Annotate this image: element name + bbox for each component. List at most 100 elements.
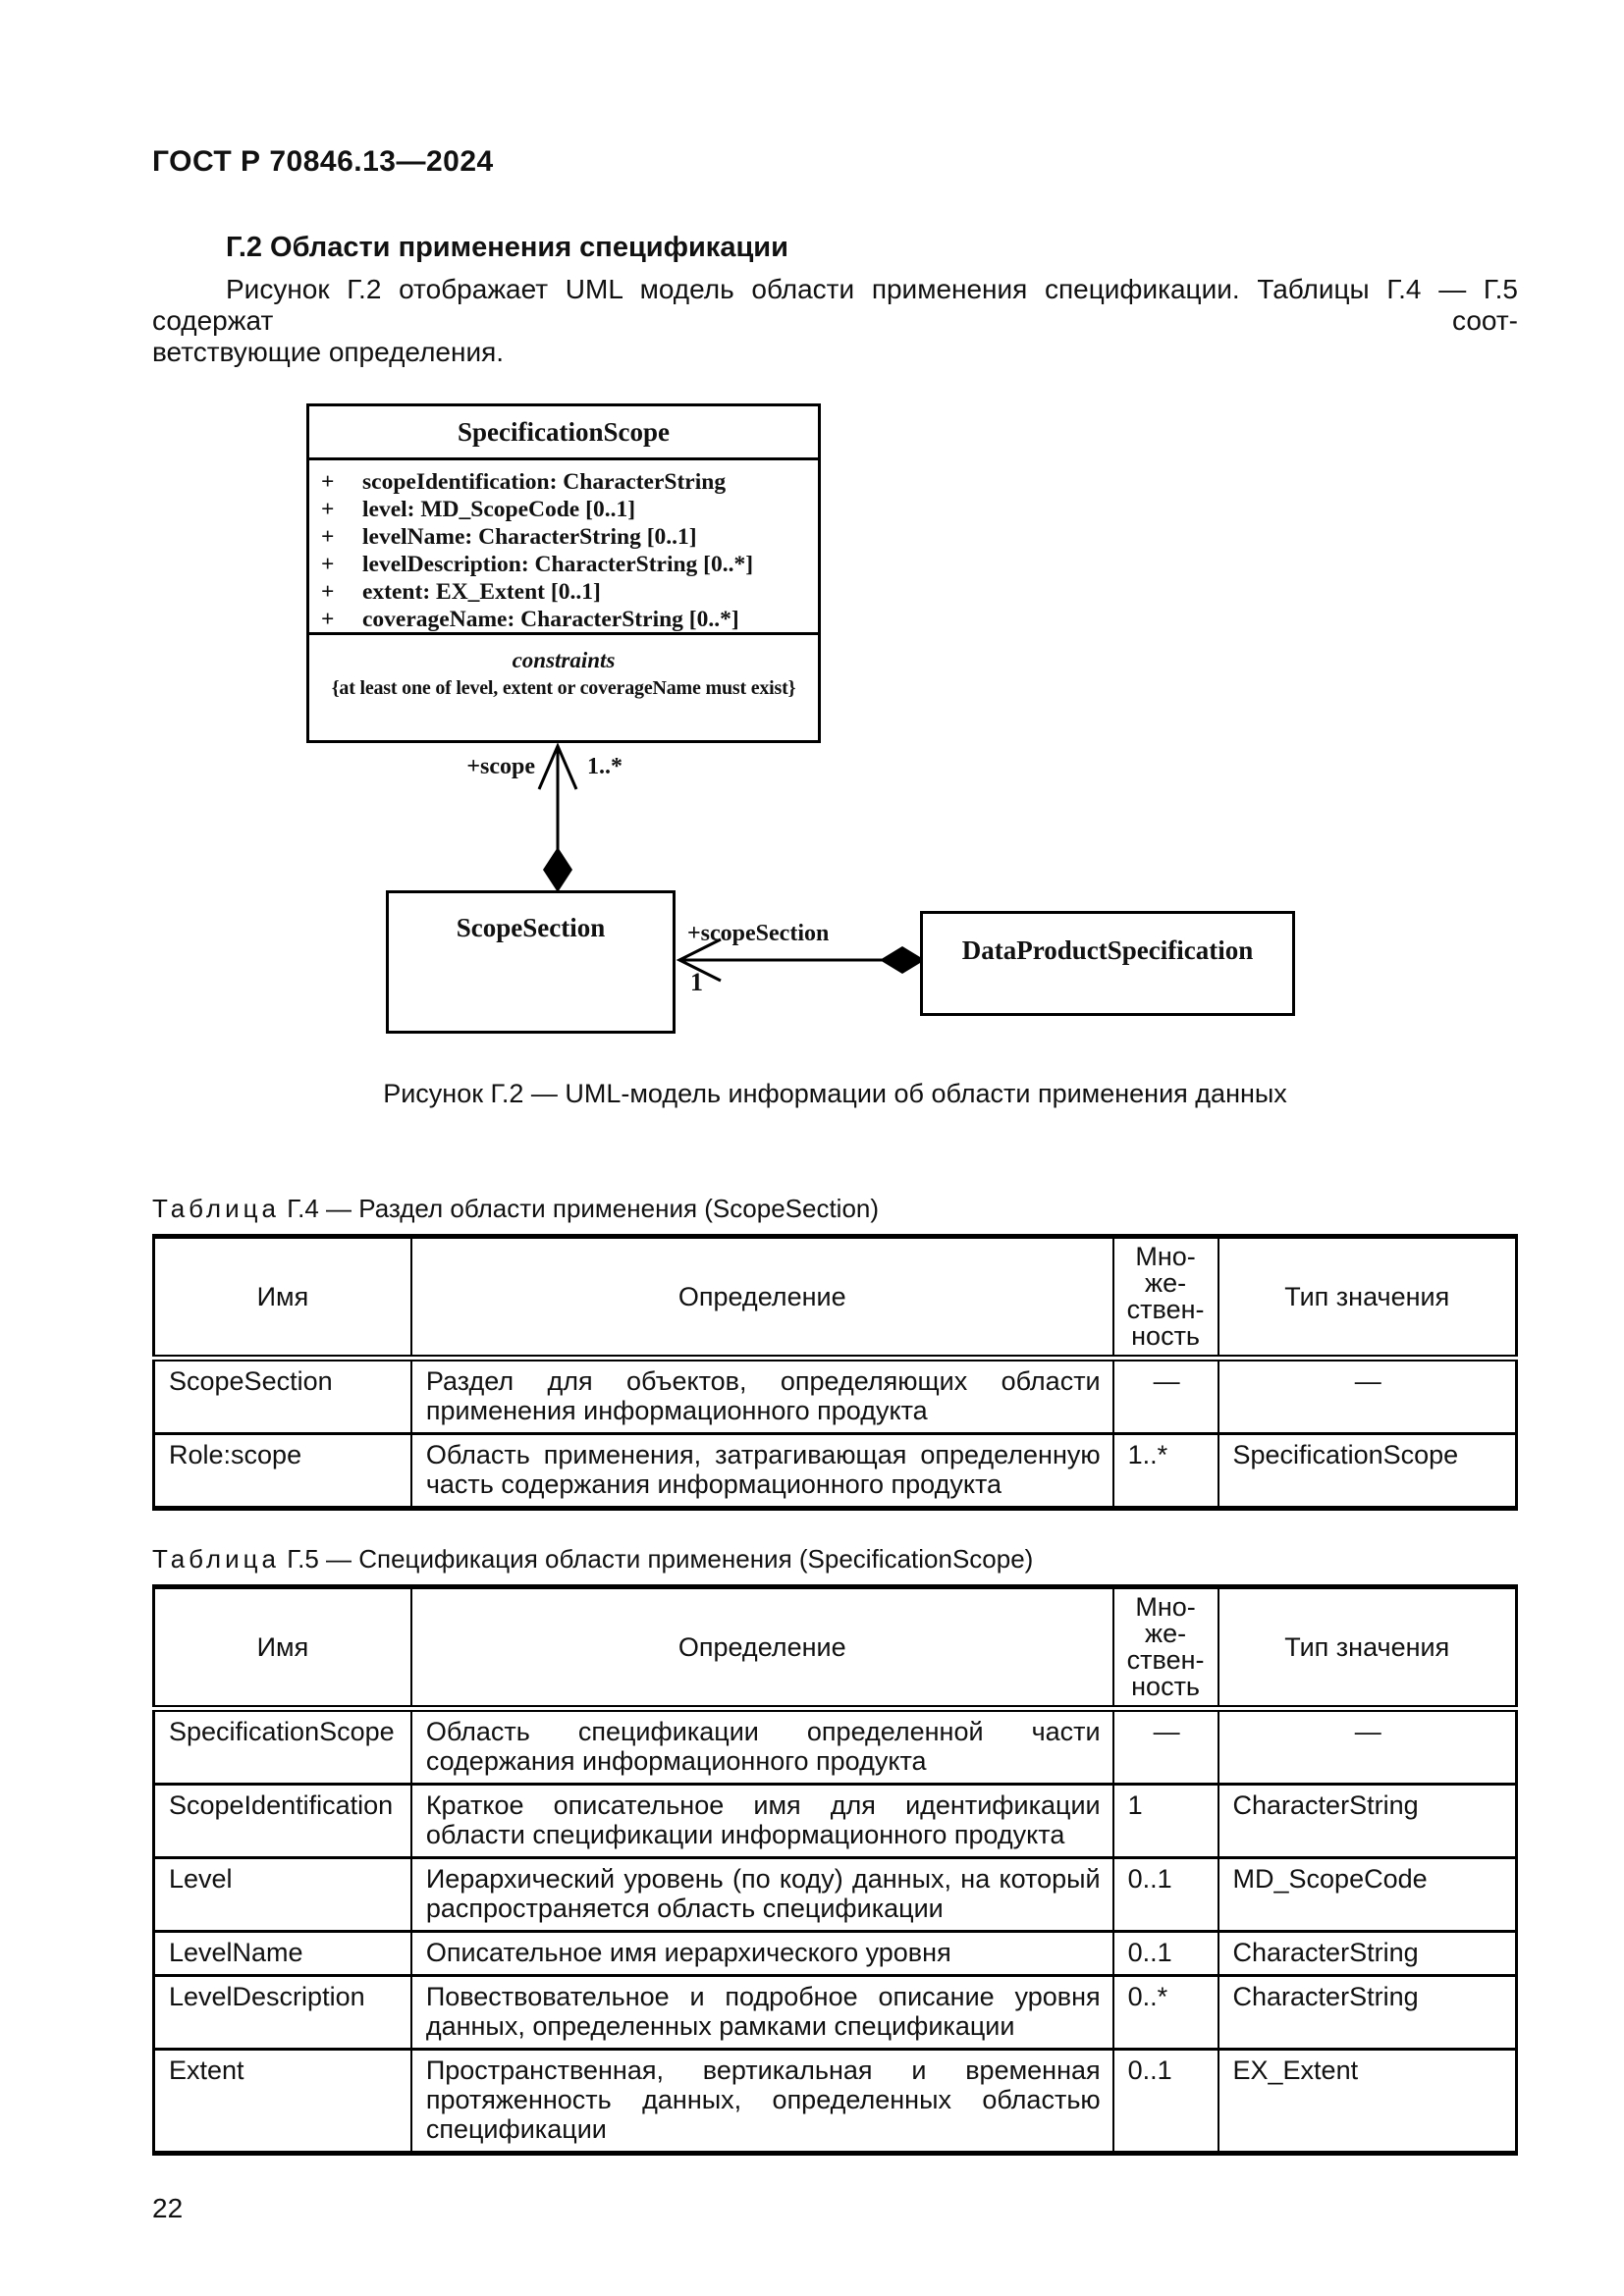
column-header-type: Тип значения bbox=[1217, 1586, 1518, 1712]
open-arrowhead-left-icon bbox=[676, 937, 722, 983]
uml-attribute: + levelName: CharacterString [0..1] bbox=[321, 523, 810, 551]
table-row: Role:scope Область применения, затрагива… bbox=[152, 1432, 1518, 1509]
table-row: Extent Пространственная, вертикальная и … bbox=[152, 2048, 1518, 2154]
cell-name: ScopeIdentification bbox=[152, 1783, 412, 1858]
table-row: ScopeSection Раздел для объектов, опреде… bbox=[152, 1357, 1518, 1434]
uml-class-title: ScopeSection bbox=[456, 913, 606, 942]
uml-attribute-text: levelDescription: CharacterString [0..*] bbox=[362, 552, 754, 577]
cell-definition: Область применения, затрагивающая опреде… bbox=[409, 1432, 1114, 1509]
table-g5: Имя Определение Мно- же- ствен- ность Ти… bbox=[152, 1584, 1518, 2156]
role-label-scope-section: +scopeSection bbox=[687, 921, 830, 946]
uml-attribute-text: level: MD_ScopeCode [0..1] bbox=[362, 497, 636, 522]
column-header-multiplicity: Мно- же- ствен- ность bbox=[1111, 1586, 1219, 1712]
uml-attribute: + extent: EX_Extent [0..1] bbox=[321, 578, 810, 606]
table-number: Г.5 bbox=[287, 1544, 319, 1574]
uml-attribute: + level: MD_ScopeCode [0..1] bbox=[321, 496, 810, 523]
figure-caption: Рисунок Г.2 — UML-модель информации об о… bbox=[383, 1079, 1287, 1108]
cell-definition: Повествовательное и подробное описание у… bbox=[409, 1974, 1114, 2050]
role-label-scope: +scope bbox=[466, 754, 535, 779]
table-label: Таблица bbox=[152, 1194, 280, 1223]
table-number: Г.4 bbox=[287, 1194, 319, 1223]
cell-name: ScopeSection bbox=[152, 1357, 412, 1434]
composition-diamond-icon bbox=[880, 946, 925, 974]
cell-multiplicity: 0..1 bbox=[1111, 1856, 1219, 1932]
cell-name: LevelDescription bbox=[152, 1974, 412, 2050]
cell-multiplicity: 0..1 bbox=[1111, 2048, 1219, 2154]
cell-type: EX_Extent bbox=[1217, 2048, 1518, 2154]
uml-connector-lines bbox=[537, 742, 925, 983]
cell-multiplicity: — bbox=[1111, 1357, 1219, 1434]
cell-definition: Пространственная, вертикальная и временн… bbox=[409, 2048, 1114, 2154]
table-g4: Имя Определение Мно- же- ствен- ность Ти… bbox=[152, 1234, 1518, 1511]
constraints-label: constraints bbox=[512, 648, 616, 672]
composition-diamond-icon bbox=[543, 847, 572, 892]
cell-type: CharacterString bbox=[1217, 1783, 1518, 1858]
cell-definition: Область спецификации определенной части … bbox=[409, 1707, 1114, 1785]
visibility-plus-icon: + bbox=[321, 579, 335, 605]
uml-diagram-figure: SpecificationScope + scopeIdentification… bbox=[0, 400, 1624, 1063]
cell-type: CharacterString bbox=[1217, 1930, 1518, 1976]
table-title-text: — Спецификация области применения (Speci… bbox=[326, 1544, 1034, 1574]
cell-name: Level bbox=[152, 1856, 412, 1932]
cell-type: CharacterString bbox=[1217, 1974, 1518, 2050]
cell-type: — bbox=[1217, 1357, 1518, 1434]
cell-multiplicity: 0..1 bbox=[1111, 1930, 1219, 1976]
cell-name: LevelName bbox=[152, 1930, 412, 1976]
cell-definition: Краткое описательное имя для идентификац… bbox=[409, 1783, 1114, 1858]
uml-class-scope-section: ScopeSection bbox=[386, 890, 676, 1034]
uml-attribute-text: levelName: CharacterString [0..1] bbox=[362, 524, 697, 550]
section-heading: Г.2 Области применения спецификации bbox=[226, 232, 788, 263]
intro-paragraph: Рисунок Г.2 отображает UML модель област… bbox=[152, 274, 1518, 368]
visibility-plus-icon: + bbox=[321, 524, 335, 550]
cell-multiplicity: — bbox=[1111, 1707, 1219, 1785]
cell-multiplicity: 0..* bbox=[1111, 1974, 1219, 2050]
uml-attribute: + scopeIdentification: CharacterString bbox=[321, 468, 810, 496]
cell-name: Extent bbox=[152, 2048, 412, 2154]
column-header-name: Имя bbox=[152, 1236, 412, 1362]
uml-class-title: SpecificationScope bbox=[309, 406, 818, 460]
uml-attribute: + coverageName: CharacterString [0..*] bbox=[321, 606, 810, 633]
table-header-row: Имя Определение Мно- же- ствен- ность Ти… bbox=[152, 1586, 1518, 1712]
cell-type: — bbox=[1217, 1707, 1518, 1785]
uml-class-data-product-specification: DataProductSpecification bbox=[920, 911, 1295, 1016]
visibility-plus-icon: + bbox=[321, 552, 335, 577]
column-header-definition: Определение bbox=[409, 1586, 1114, 1712]
uml-class-specification-scope: SpecificationScope + scopeIdentification… bbox=[306, 403, 821, 743]
multiplicity-label: 1..* bbox=[587, 754, 623, 779]
table-row: SpecificationScope Область спецификации … bbox=[152, 1707, 1518, 1785]
table-header-row: Имя Определение Мно- же- ствен- ность Ти… bbox=[152, 1236, 1518, 1362]
uml-attribute-text: scopeIdentification: CharacterString bbox=[362, 469, 727, 495]
cell-name: SpecificationScope bbox=[152, 1707, 412, 1785]
table-title-text: — Раздел области применения (ScopeSectio… bbox=[326, 1194, 880, 1223]
cell-type: SpecificationScope bbox=[1217, 1432, 1518, 1509]
visibility-plus-icon: + bbox=[321, 469, 335, 495]
paragraph-line: ветствующие определения. bbox=[152, 337, 505, 367]
uml-attribute-text: coverageName: CharacterString [0..*] bbox=[362, 607, 739, 632]
multiplicity-label: 1 bbox=[690, 968, 703, 996]
cell-name: Role:scope bbox=[152, 1432, 412, 1509]
uml-constraints-compartment: constraints {at least one of level, exte… bbox=[309, 635, 818, 703]
uml-attribute: + levelDescription: CharacterString [0..… bbox=[321, 551, 810, 578]
open-arrowhead-up-icon bbox=[537, 742, 578, 790]
uml-class-title: DataProductSpecification bbox=[961, 935, 1254, 965]
column-header-multiplicity: Мно- же- ствен- ность bbox=[1111, 1236, 1219, 1362]
column-header-type: Тип значения bbox=[1217, 1236, 1518, 1362]
table-row: ScopeIdentification Краткое описательное… bbox=[152, 1783, 1518, 1858]
cell-type: MD_ScopeCode bbox=[1217, 1856, 1518, 1932]
page-number: 22 bbox=[152, 2193, 184, 2223]
table-g5-title: Таблица Г.5 — Спецификация области приме… bbox=[152, 1544, 1518, 1575]
visibility-plus-icon: + bbox=[321, 607, 335, 632]
constraint-text: {at least one of level, extent or covera… bbox=[331, 677, 796, 699]
uml-attribute-text: extent: EX_Extent [0..1] bbox=[362, 579, 601, 605]
uml-attributes-compartment: + scopeIdentification: CharacterString +… bbox=[309, 460, 818, 635]
cell-definition: Раздел для объектов, определяющих област… bbox=[409, 1357, 1114, 1434]
standard-code-header: ГОСТ Р 70846.13—2024 bbox=[152, 145, 494, 178]
cell-multiplicity: 1 bbox=[1111, 1783, 1219, 1858]
table-row: Level Иерархический уровень (по коду) да… bbox=[152, 1856, 1518, 1932]
cell-definition: Иерархический уровень (по коду) данных, … bbox=[409, 1856, 1114, 1932]
table-g4-title: Таблица Г.4 — Раздел области применения … bbox=[152, 1194, 1518, 1224]
column-header-definition: Определение bbox=[409, 1236, 1114, 1362]
column-header-name: Имя bbox=[152, 1586, 412, 1712]
cell-multiplicity: 1..* bbox=[1111, 1432, 1219, 1509]
